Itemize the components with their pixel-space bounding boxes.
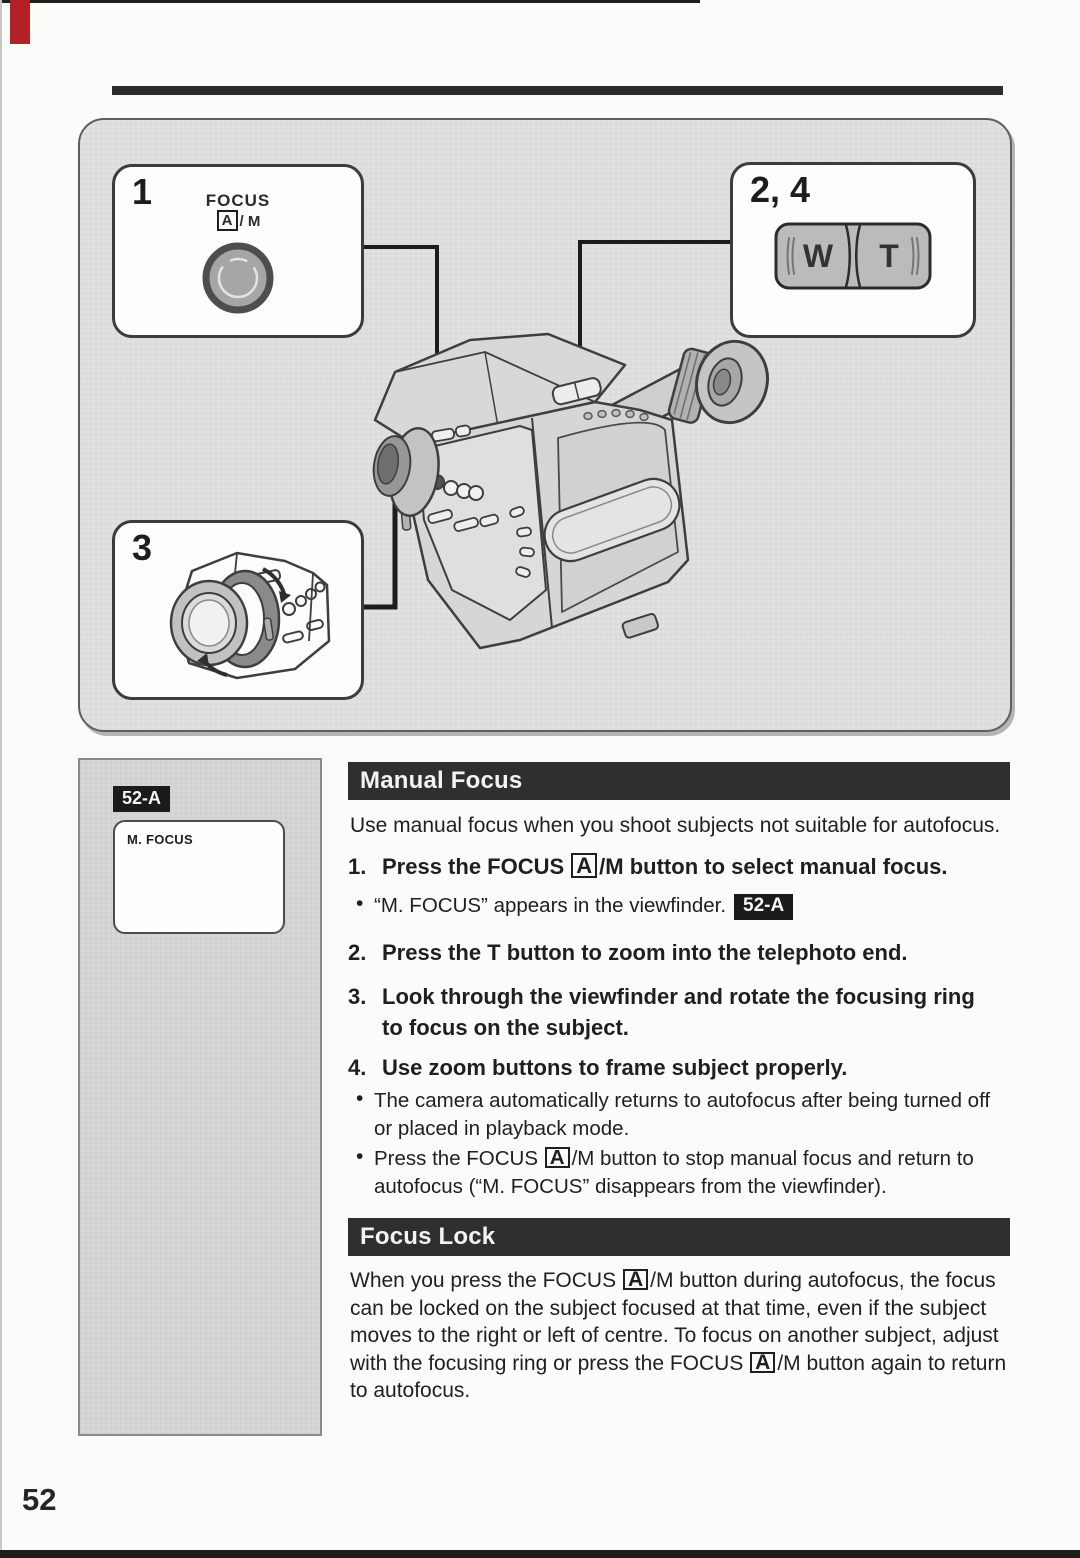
page-number: 52	[22, 1482, 57, 1517]
boxed-a-glyph: A	[571, 853, 598, 878]
reference-badge: 52-A	[734, 894, 794, 920]
camcorder-body	[372, 332, 769, 650]
step-text: Use zoom buttons to frame subject proper…	[382, 1055, 848, 1080]
side-buttons	[509, 506, 535, 578]
note-auto-return: • The camera automatically returns to au…	[356, 1087, 991, 1140]
callout-box-zoom-buttons: 2, 4 W T	[730, 162, 976, 338]
red-tab-mark	[10, 0, 30, 44]
callout-number: 2, 4	[750, 169, 811, 210]
viewfinder-eyecup	[695, 339, 769, 425]
focusing-ring-sketch	[169, 551, 331, 680]
step-4: 4. Use zoom buttons to frame subject pro…	[348, 1052, 993, 1083]
viewfinder-display-box: M. FOCUS	[113, 820, 285, 934]
scan-top-edge	[0, 0, 700, 3]
step-text: Look through the viewfinder and rotate t…	[382, 984, 975, 1040]
zoom-rocker-on-camera	[551, 377, 602, 406]
bullet-marker: •	[356, 892, 364, 915]
boxed-a-glyph: A	[750, 1351, 776, 1373]
section-header-focus-lock: Focus Lock	[348, 1218, 1010, 1256]
callout-number: 1	[132, 171, 153, 212]
instruction-content: Manual Focus Use manual focus when you s…	[348, 762, 1010, 1405]
callout-box-focusing-ring: 3	[112, 520, 364, 700]
step-3: 3. Look through the viewfinder and rotat…	[348, 981, 993, 1043]
lens-barrel	[372, 427, 440, 517]
step-number: 4.	[348, 1055, 367, 1080]
step-2: 2. Press the T button to zoom into the t…	[348, 937, 993, 968]
step-text: Press the T button to zoom into the tele…	[382, 940, 908, 965]
step-text: Press the FOCUS A/M button to select man…	[382, 853, 948, 879]
step-1: 1. Press the FOCUS A/M button to select …	[348, 851, 993, 882]
focus-am-label: A/ M	[115, 210, 361, 232]
focus-lock-paragraph: When you press the FOCUS A/M button duri…	[350, 1268, 1007, 1402]
callout-box-focus-button: 1 FOCUS A/ M	[112, 164, 364, 338]
boxed-a-glyph: A	[216, 210, 238, 231]
tele-button-label: T	[879, 238, 899, 274]
callout-number: 3	[132, 527, 153, 568]
reference-badge: 52-A	[113, 786, 171, 812]
step-number: 3.	[348, 984, 367, 1009]
bullet-marker: •	[356, 1145, 364, 1168]
boxed-a-glyph: A	[622, 1269, 649, 1290]
manual-focus-intro: Use manual focus when you shoot subjects…	[350, 814, 1001, 837]
step-number: 2.	[348, 940, 367, 965]
diagram-panel: 1 FOCUS A/ M 2, 4 W T	[78, 118, 1012, 732]
bullet-marker: •	[356, 1087, 364, 1110]
scan-bottom-edge	[0, 1550, 1080, 1558]
grip-recess	[543, 477, 681, 563]
note-stop-manual-focus: • Press the FOCUS A/M button to stop man…	[356, 1145, 974, 1198]
scan-left-edge	[0, 0, 2, 1558]
viewfinder-indicator-text: M. FOCUS	[127, 832, 193, 847]
speaker-holes	[583, 408, 649, 422]
wide-button-label: W	[803, 238, 834, 274]
boxed-a-glyph: A	[544, 1147, 570, 1168]
viewfinder-reference-sidebar: 52-A M. FOCUS	[78, 758, 322, 1436]
focus-button-title: FOCUS	[205, 191, 271, 210]
top-divider-rule	[112, 86, 1003, 95]
step-number: 1.	[348, 854, 367, 879]
section-header-manual-focus: Manual Focus	[348, 762, 1010, 800]
focus-button-icon	[202, 242, 274, 314]
zoom-rocker-icon: W T	[774, 222, 932, 290]
camcorder-illustration	[352, 240, 769, 650]
step-1-note: • “M. FOCUS” appears in the viewfinder.5…	[348, 892, 1010, 920]
